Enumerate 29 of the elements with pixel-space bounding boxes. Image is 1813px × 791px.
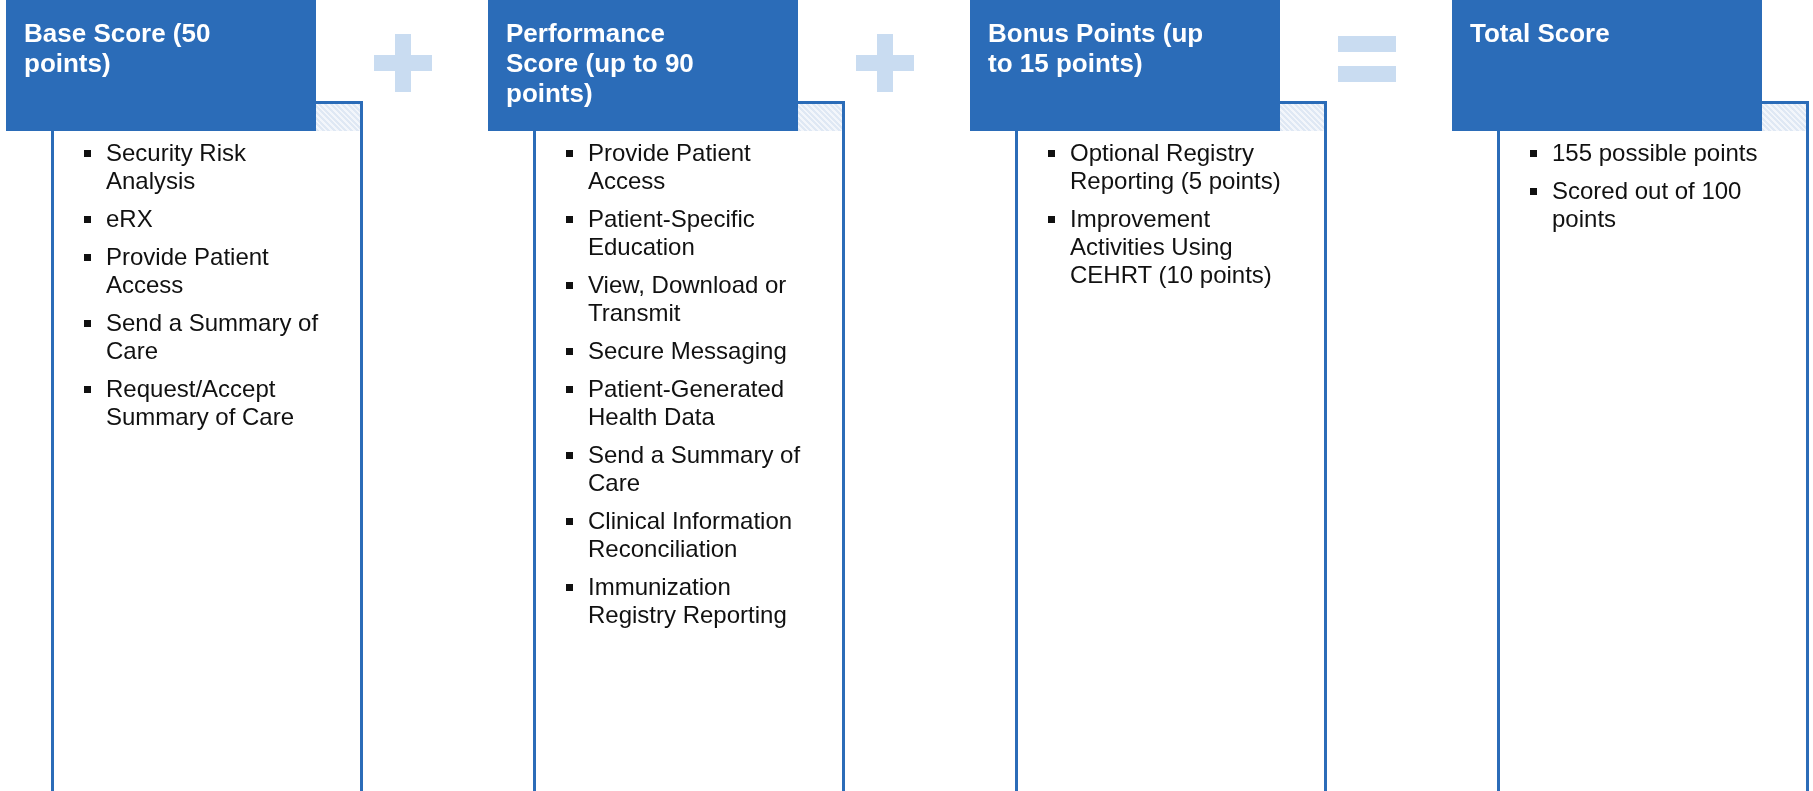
header-text: Total Score bbox=[1470, 18, 1611, 48]
list-item: Request/Accept Summary of Care bbox=[106, 375, 295, 430]
list-panel bbox=[533, 131, 845, 791]
header-box bbox=[1452, 0, 1762, 131]
list-item: Patient-Generated Health Data bbox=[588, 375, 785, 430]
header-box bbox=[488, 0, 798, 131]
list-item: eRX bbox=[106, 205, 153, 232]
list-item: Provide Patient Access bbox=[106, 243, 269, 298]
list-item: Send a Summary of Care bbox=[106, 309, 319, 364]
list-item: Provide Patient Access bbox=[588, 139, 751, 194]
list-item: Send a Summary of Care bbox=[588, 441, 801, 496]
header-text: Performance Score (up to 90 points) bbox=[506, 18, 695, 108]
list-item: Improvement Activities Using CEHRT (10 points) bbox=[1070, 205, 1272, 288]
list-panel bbox=[1015, 131, 1327, 791]
header-box bbox=[970, 0, 1280, 131]
header-text: Base Score (50 points) bbox=[24, 18, 212, 78]
list-item: Immunization Registry Reporting bbox=[588, 573, 787, 628]
list-item: Scored out of 100 points bbox=[1552, 177, 1742, 232]
list-item: Secure Messaging bbox=[588, 337, 787, 364]
list-item: Security Risk Analysis bbox=[106, 139, 247, 194]
list-item: View, Download or Transmit bbox=[588, 271, 787, 326]
list-item: Patient-Specific Education bbox=[588, 205, 755, 260]
list-panel bbox=[1497, 131, 1809, 791]
header-box bbox=[6, 0, 316, 131]
list-item: 155 possible points bbox=[1552, 139, 1758, 166]
header-text: Bonus Points (up to 15 points) bbox=[988, 18, 1205, 78]
list-panel bbox=[51, 131, 363, 791]
list-item: Clinical Information Reconciliation bbox=[588, 507, 793, 562]
list-item: Optional Registry Reporting (5 points) bbox=[1070, 139, 1281, 194]
